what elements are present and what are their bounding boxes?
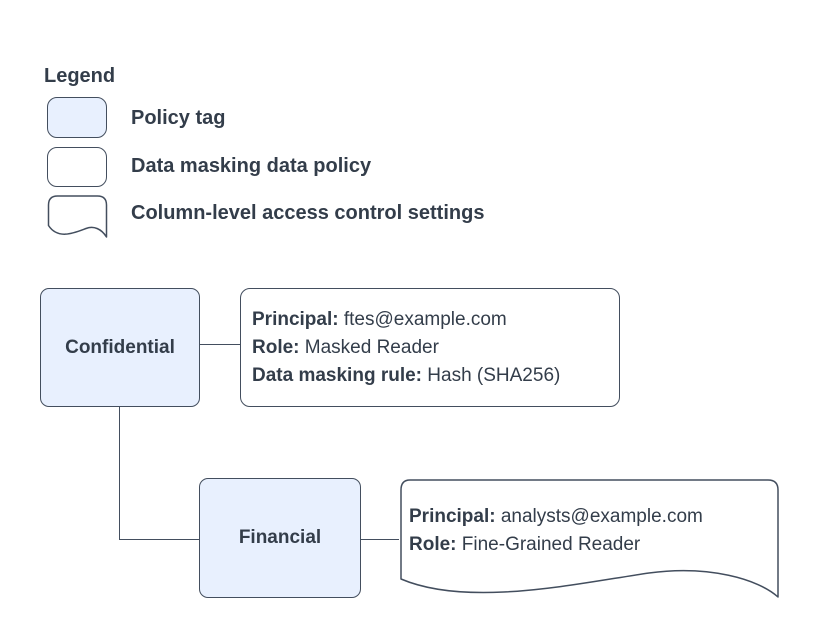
- legend-policy-tag-label: Policy tag: [131, 107, 226, 129]
- policy-box-confidential: Principal: ftes@example.com Role: Masked…: [240, 288, 620, 407]
- legend-data-masking-policy-label: Data masking data policy: [131, 155, 372, 177]
- column-access-box-financial: [400, 479, 779, 598]
- connector-confidential-policy: [200, 344, 240, 345]
- connector-confidential-financial-vertical: [119, 407, 120, 540]
- connector-confidential-financial-horizontal: [119, 539, 200, 540]
- column-access-text-financial: Principal: analysts@example.com Role: Fi…: [409, 503, 703, 559]
- legend-title: Legend: [44, 65, 116, 87]
- legend-data-masking-policy-icon: [47, 147, 107, 187]
- legend-column-access-label: Column-level access control settings: [131, 202, 485, 224]
- policy-line: Principal: analysts@example.com: [409, 506, 703, 527]
- policy-line: Principal: ftes@example.com: [252, 308, 507, 330]
- connector-financial-settings: [361, 539, 399, 540]
- policy-line: Data masking rule: Hash (SHA256): [252, 364, 561, 386]
- policy-line: Role: Masked Reader: [252, 336, 439, 358]
- node-confidential-label: Confidential: [65, 336, 175, 358]
- node-financial-label: Financial: [238, 527, 322, 548]
- legend-policy-tag-icon: [47, 97, 107, 138]
- node-financial: Financial: [199, 478, 361, 598]
- policy-line: Role: Fine-Grained Reader: [409, 534, 641, 555]
- legend-column-access-icon: [47, 195, 108, 238]
- node-confidential: Confidential: [40, 288, 200, 407]
